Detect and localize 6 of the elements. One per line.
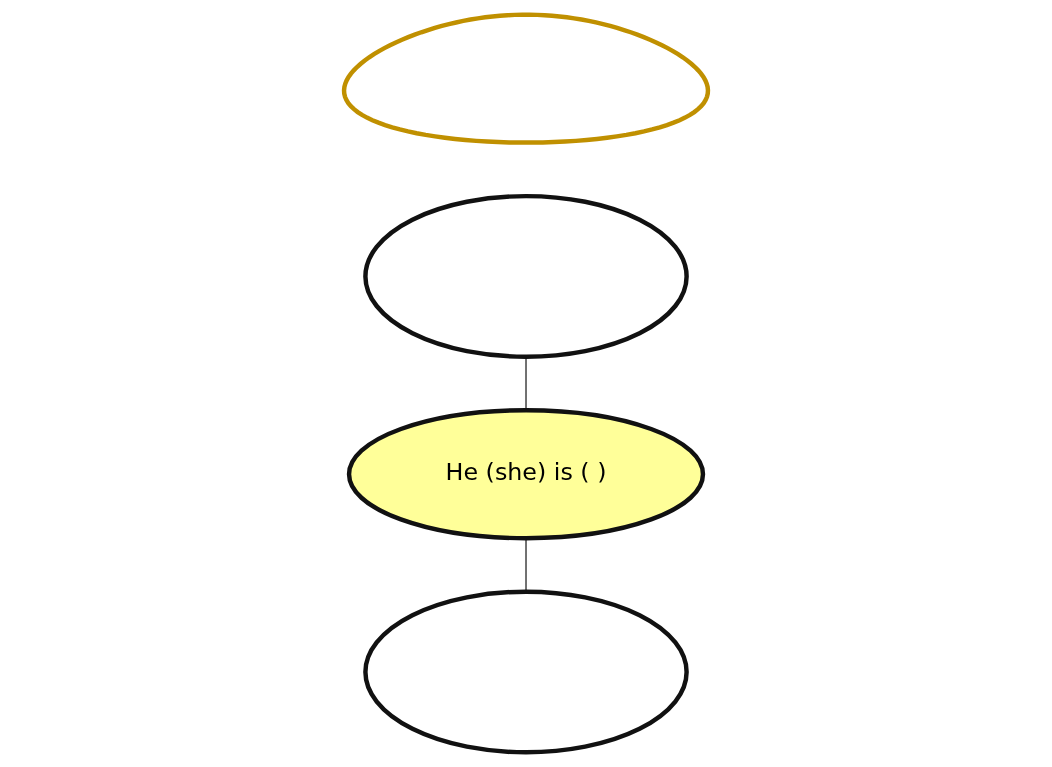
node-ellipse xyxy=(363,589,689,755)
connector xyxy=(525,537,527,593)
node-cloud xyxy=(341,12,711,145)
node-ellipse xyxy=(363,193,689,359)
node-ellipse: He (she) is ( ) xyxy=(346,408,706,541)
connector xyxy=(525,356,527,411)
